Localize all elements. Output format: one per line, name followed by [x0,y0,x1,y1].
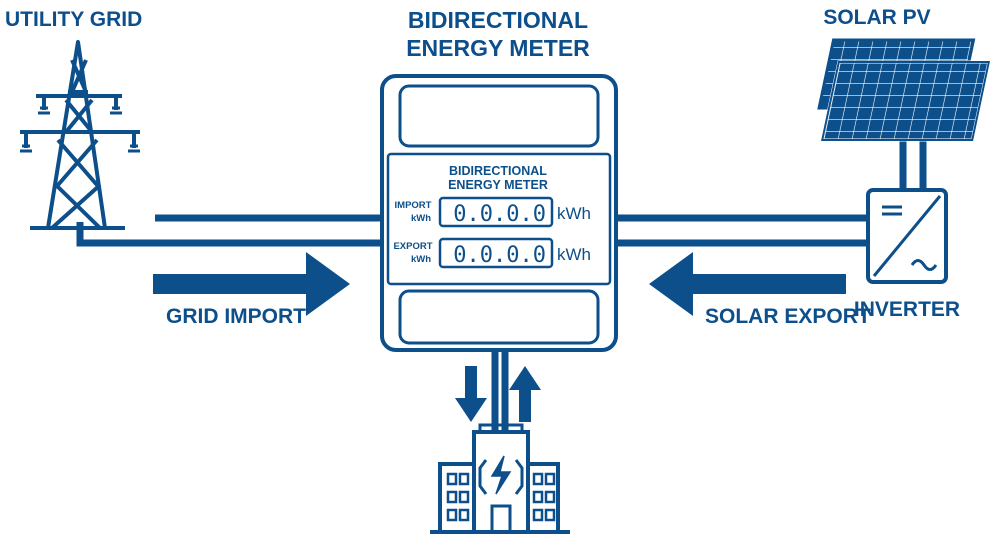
solar-pv-label: SOLAR PV [823,6,930,29]
grid-import-label: GRID IMPORT [166,305,306,328]
export-label: EXPORT [393,241,432,252]
meter-title-line1: BIDIRECTIONAL [408,7,588,33]
inverter-label: INVERTER [854,298,960,321]
transmission-tower-icon [20,40,140,230]
import-unit-small: kWh [411,213,431,224]
solar-panel-icon [817,38,991,142]
down-arrow-icon [455,366,487,422]
import-label: IMPORT [395,200,432,211]
import-reading: 0.0.0.0 [453,202,546,227]
utility-grid-label: UTILITY GRID [5,8,142,31]
export-unit-small: kWh [411,254,431,265]
import-unit: kWh [557,204,591,223]
export-unit: kWh [557,245,591,264]
display-title-line2: ENERGY METER [448,178,548,192]
energy-meter-icon [380,74,618,352]
export-reading: 0.0.0.0 [453,243,546,268]
solar-export-label: SOLAR EXPORT [705,305,871,328]
solar-export-arrow [649,252,846,316]
display-title-line1: BIDIRECTIONAL [449,164,547,178]
building-icon [430,423,570,534]
meter-title-line2: ENERGY METER [406,35,590,61]
grid-import-arrow [153,252,350,316]
inverter-icon [866,188,948,284]
up-arrow-icon [509,366,541,422]
